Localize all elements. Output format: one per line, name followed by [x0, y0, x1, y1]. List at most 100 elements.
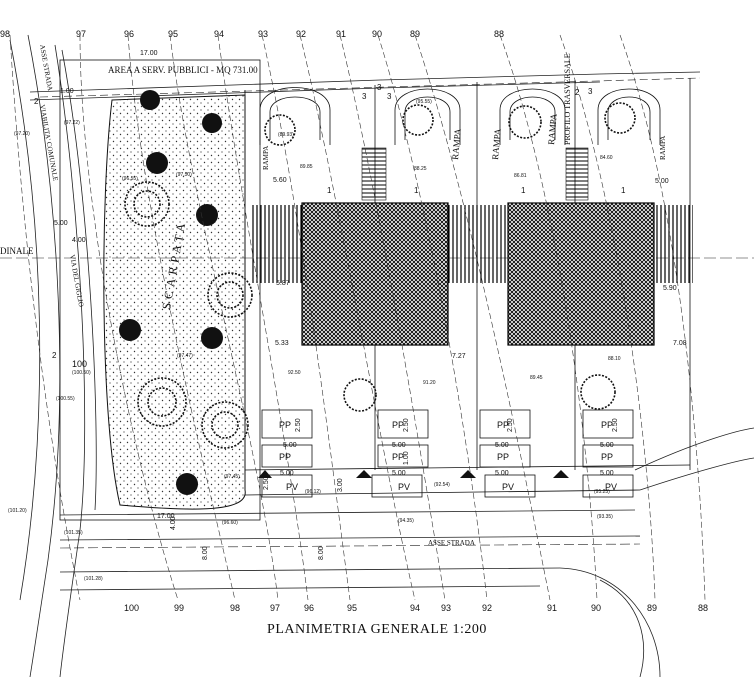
contour-label-bottom: 91	[547, 603, 557, 613]
dimension-label: 5.87	[276, 280, 290, 287]
contour-label-bottom: 100	[124, 603, 139, 613]
marker-label: 3	[387, 92, 392, 101]
contour-label-top: 96	[124, 29, 134, 39]
marker-label: 2	[34, 97, 39, 106]
elevation-label: (95.25)	[594, 489, 610, 495]
top-ramps	[259, 87, 661, 145]
dimension-label: 7.27	[452, 353, 466, 360]
escarpment-area	[103, 94, 246, 510]
contour-label-left: 100	[72, 359, 87, 369]
elevation-label: 86.81	[514, 173, 527, 179]
contour-label-top: 90	[372, 29, 382, 39]
contour-lines	[9, 34, 706, 601]
tree-icons	[119, 90, 223, 495]
parking-label-pp: PP	[279, 452, 291, 462]
marker-label: 3	[362, 92, 367, 101]
elevation-label: (92.54)	[434, 482, 450, 488]
pergola-left	[252, 205, 302, 283]
elevation-labels: (97.20)(97.22)(96.55)(97.50)(97.47)(97.4…	[8, 99, 621, 582]
via-del-giglio-label: VIA DEL GIGLIO	[68, 254, 85, 308]
public-area-boundary	[59, 59, 261, 521]
parking-label-pp: PP	[497, 420, 509, 430]
marker-label: 2	[52, 351, 57, 360]
dimension-label: 1.00	[60, 88, 74, 95]
dimension-label: 5.00	[283, 442, 297, 449]
car-markers	[258, 470, 569, 478]
contour-label-top: 93	[258, 29, 268, 39]
contour-label-bottom: 89	[647, 603, 657, 613]
dimension-label: 5.00	[280, 470, 294, 477]
elevation-label: (94.35)	[398, 518, 414, 524]
parking-label-pv: PV	[398, 482, 410, 492]
parking-label-pp: PP	[392, 420, 404, 430]
marker-label: 1	[521, 186, 526, 195]
dimension-label: 8.00	[202, 546, 209, 560]
dimension-labels: 17.0017.001.005.004.005.605.875.337.275.…	[54, 50, 687, 560]
parking-slots	[261, 409, 634, 498]
marker-label: 2	[575, 88, 580, 97]
parking-label-pp: PP	[279, 420, 291, 430]
dimension-label: 8.00	[318, 546, 325, 560]
marker-label: 1	[327, 186, 332, 195]
contour-label-bottom: 88	[698, 603, 708, 613]
contour-label-bottom: 92	[482, 603, 492, 613]
dimension-label: 4.00	[72, 237, 86, 244]
stairs-right	[565, 147, 589, 201]
contour-label-bottom: 93	[441, 603, 451, 613]
dimension-label: 7.08	[673, 340, 687, 347]
elevation-label: (95.55)	[416, 99, 432, 105]
parking-label-pv: PV	[605, 482, 617, 492]
dimension-label: 5.00	[600, 442, 614, 449]
parking-label-pv: PV	[286, 482, 298, 492]
elevation-label: (97.20)	[14, 131, 30, 137]
elevation-label: 89.85	[300, 164, 313, 170]
dimension-label: 2.50	[612, 418, 619, 432]
elevation-label: (96.60)	[222, 520, 238, 526]
marker-label: 1	[414, 186, 419, 195]
rampa-label-4: RAMPA	[546, 113, 559, 145]
asse-strada-top-label: ASSE STRADA	[38, 44, 54, 92]
elevation-label: (97.47)	[177, 353, 193, 359]
asse-strada-bottom-label: ASSE STRADA	[428, 539, 475, 547]
parking-label-pp: PP	[601, 452, 613, 462]
contour-label-top: 91	[336, 29, 346, 39]
parking-label-pp: PP	[601, 420, 613, 430]
dinale-label: DINALE	[0, 246, 34, 256]
elevation-label: (89.93)	[278, 132, 294, 138]
rampa-label-3: RAMPA	[490, 128, 503, 160]
elevation-label: (96.12)	[305, 489, 321, 495]
elevation-label: (93.35)	[597, 514, 613, 520]
rampa-label-1: RAMPA	[262, 146, 270, 170]
large-tree-icons	[124, 102, 636, 449]
dimension-label: 5.90	[663, 285, 677, 292]
contour-label-top: 97	[76, 29, 86, 39]
building-roof-right	[507, 202, 655, 346]
dimension-label: 2.50	[507, 418, 514, 432]
elevation-label: 88.25	[414, 166, 427, 172]
dimension-label: 2.50	[403, 418, 410, 432]
dimension-label: 5.00	[54, 220, 68, 227]
contour-label-bottom: 90	[591, 603, 601, 613]
contour-label-bottom: 99	[174, 603, 184, 613]
marker-label: 3	[377, 83, 382, 92]
pergola-right	[655, 205, 693, 283]
elevation-label: 91.20	[423, 380, 436, 386]
elevation-label: (96.55)	[122, 176, 138, 182]
profilo-label: PROFILO TRASVERSALE	[563, 53, 572, 145]
elevation-label: (101.20)	[8, 508, 27, 514]
contour-label-bottom: 96	[304, 603, 314, 613]
elevation-label: (101.35)	[64, 530, 83, 536]
marker-label: 3	[588, 87, 593, 96]
elevation-label: (100.50)	[72, 370, 91, 376]
elevation-label: 92.50	[288, 370, 301, 376]
dimension-label: 2.50	[295, 418, 302, 432]
rampa-label-5: RAMPA	[659, 136, 667, 160]
elevation-label: 84.60	[600, 155, 613, 161]
contour-label-top: 88	[494, 29, 504, 39]
parking-label-pv: PV	[502, 482, 514, 492]
